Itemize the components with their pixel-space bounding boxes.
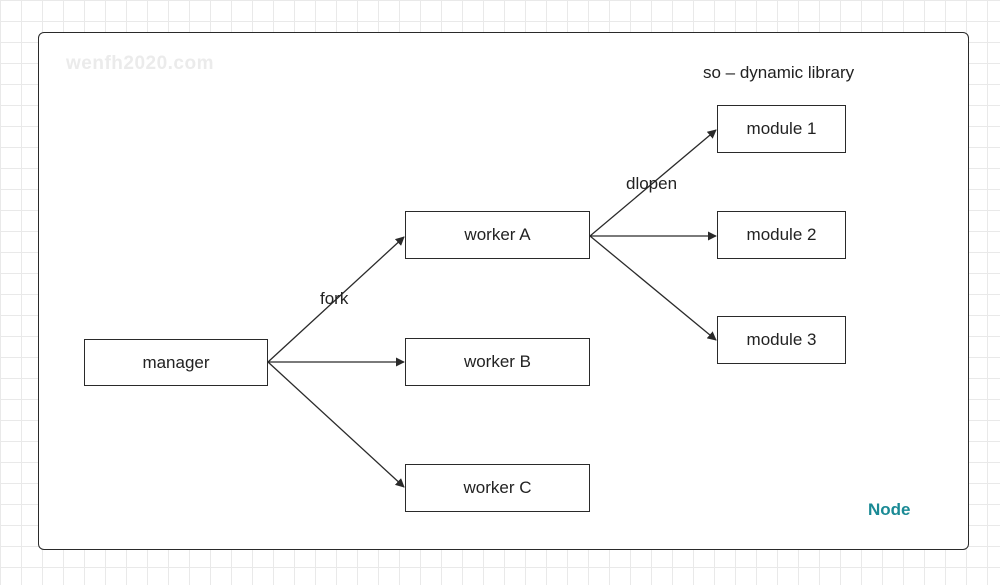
module-2-label: module 2 <box>746 225 817 244</box>
manager-node[interactable]: manager <box>84 339 268 386</box>
worker-a-node[interactable]: worker A <box>405 211 590 259</box>
module-3-node[interactable]: module 3 <box>717 316 846 364</box>
worker-b-node[interactable]: worker B <box>405 338 590 386</box>
fork-edge-label: fork <box>320 289 349 308</box>
worker-c-label: worker C <box>463 478 532 497</box>
node-container-label: Node <box>868 500 911 519</box>
module-1-label: module 1 <box>746 119 817 138</box>
worker-a-label: worker A <box>464 225 531 244</box>
edge-worker-a-module-3 <box>589 235 717 341</box>
watermark: wenfh2020.com <box>66 53 214 74</box>
edge-worker-a-module-1 <box>589 129 717 237</box>
module-1-node[interactable]: module 1 <box>717 105 846 153</box>
dlopen-edge-label: dlopen <box>626 174 678 193</box>
manager-label: manager <box>142 352 210 372</box>
edge-manager-worker-a <box>267 236 405 363</box>
edge-manager-worker-c <box>267 361 405 488</box>
worker-c-node[interactable]: worker C <box>405 464 590 512</box>
dynamic-library-group-label: so – dynamic library <box>703 63 855 82</box>
module-2-node[interactable]: module 2 <box>717 211 846 259</box>
worker-b-label: worker B <box>463 352 532 371</box>
module-3-label: module 3 <box>746 330 817 349</box>
